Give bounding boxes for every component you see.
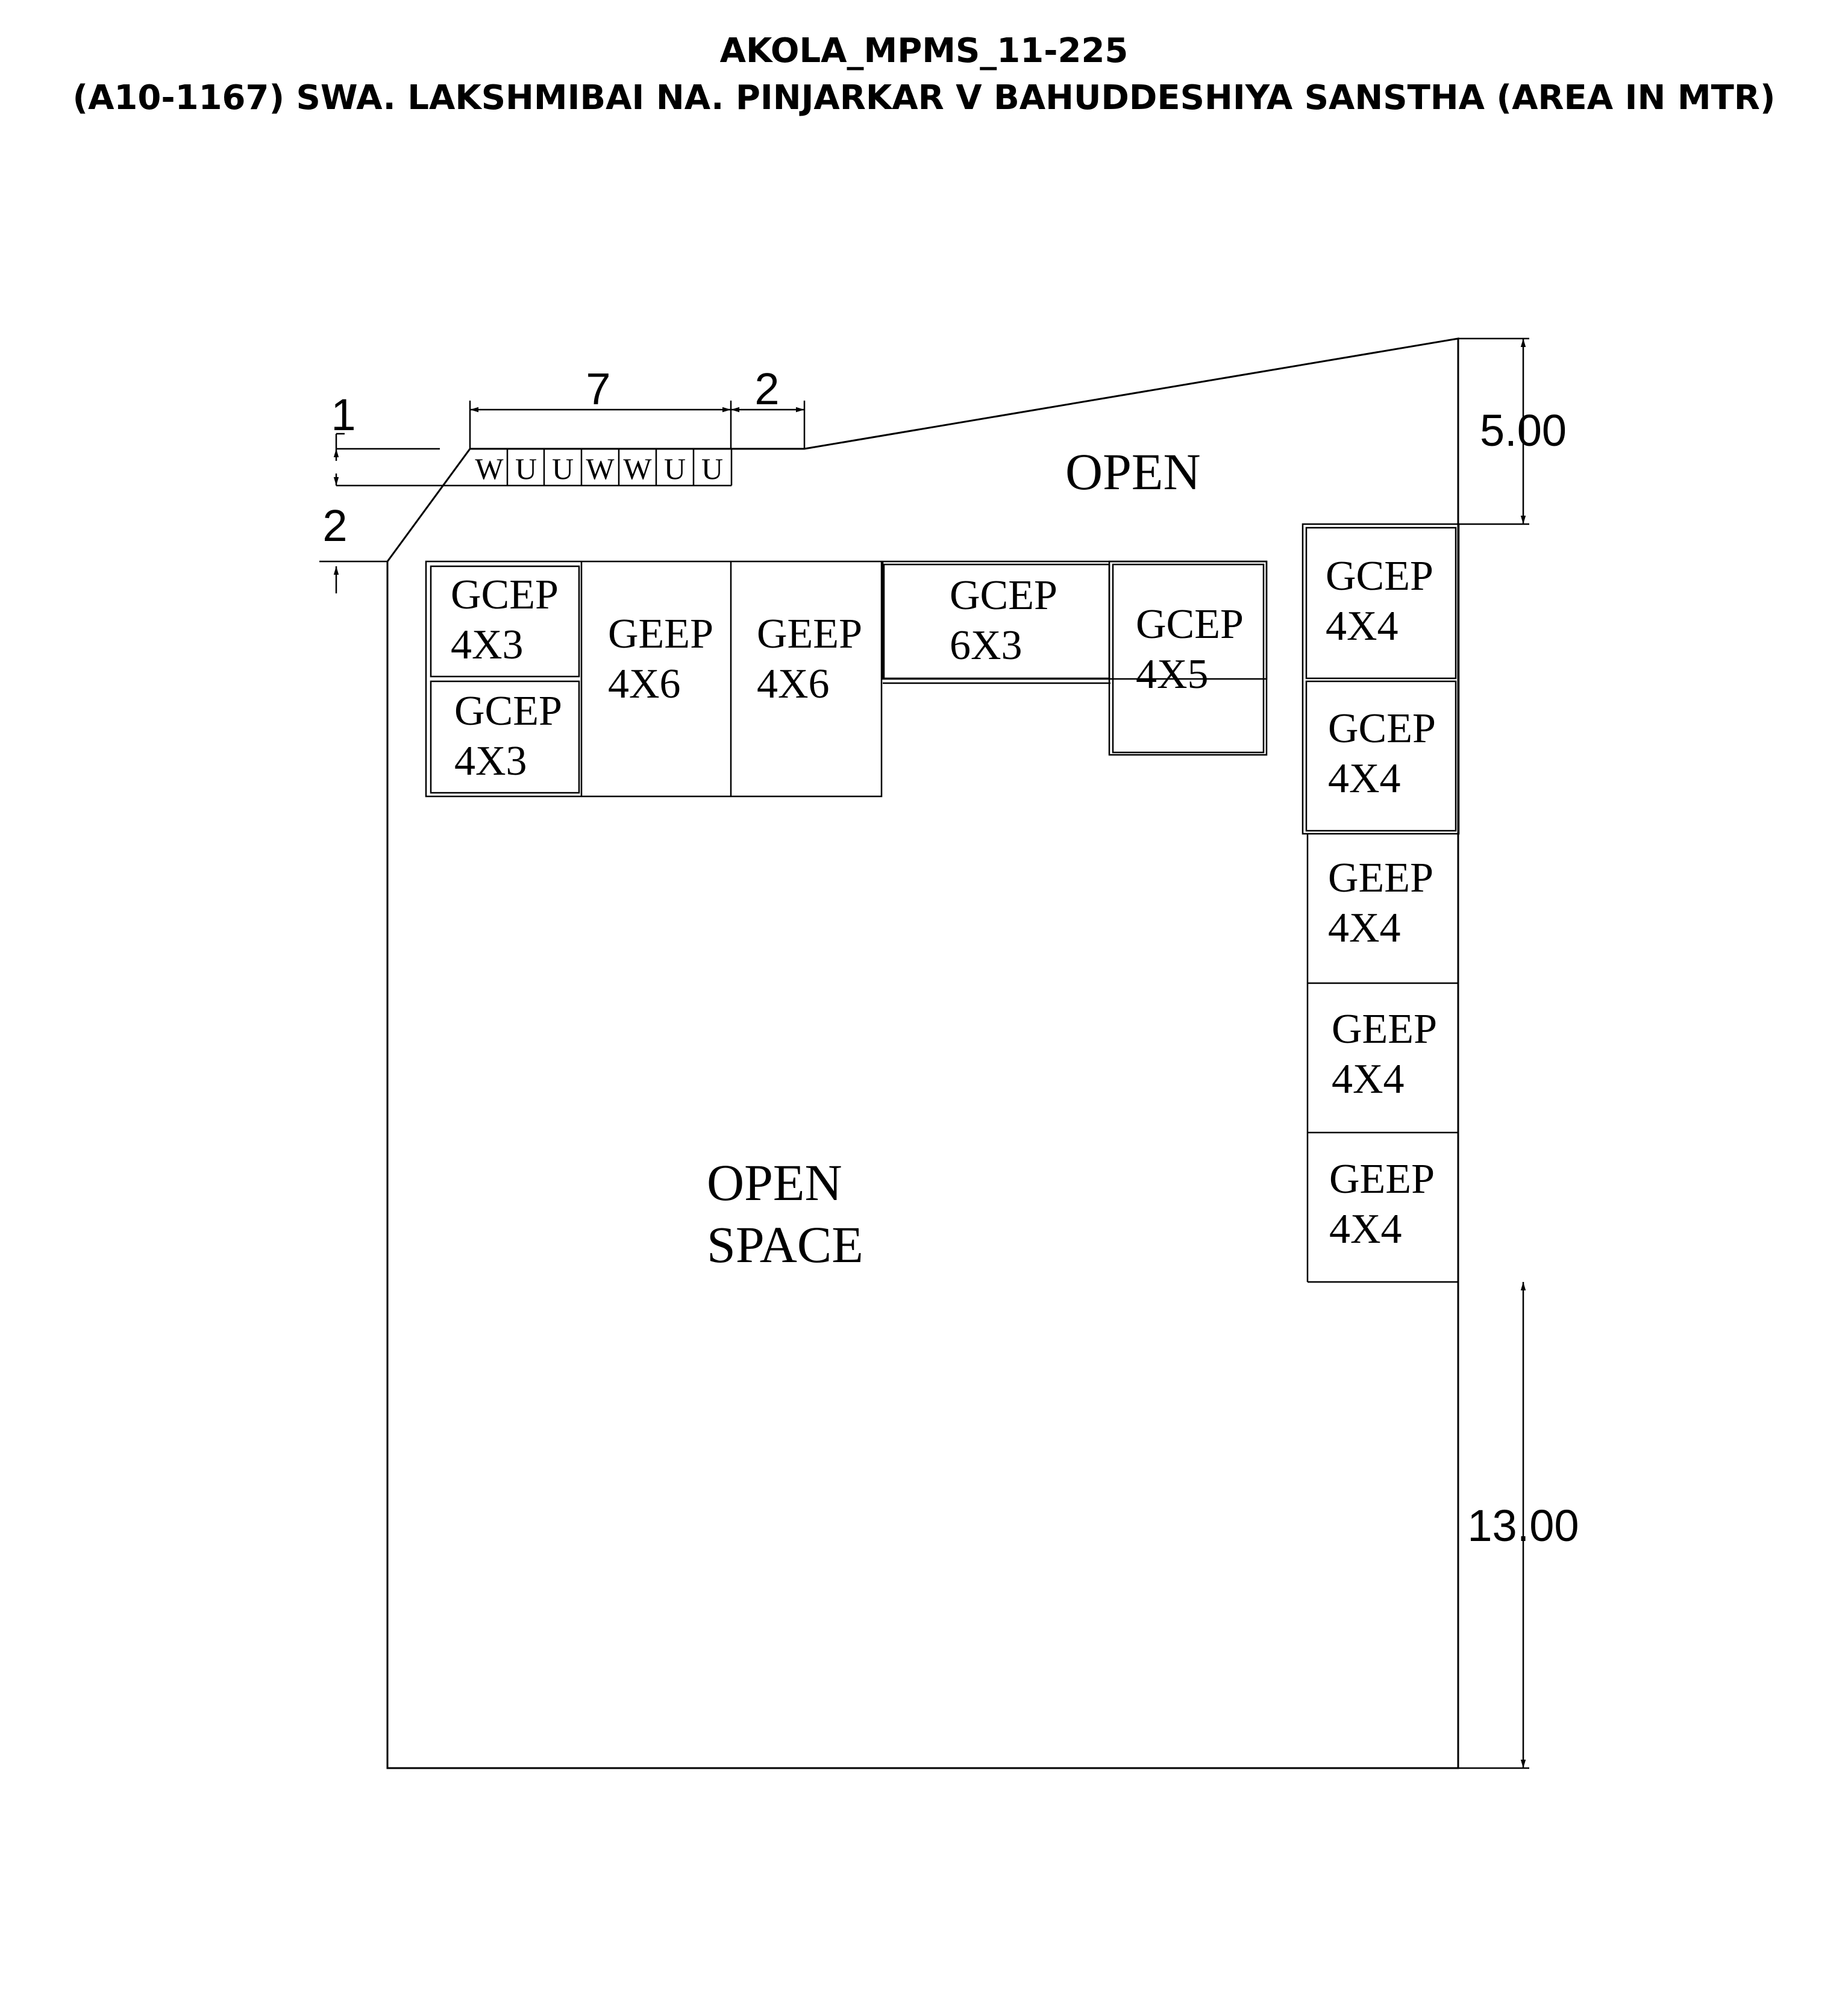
right-room-column [1301,523,1460,1283]
room-type-label: GCEP [1328,705,1436,752]
room-size-label: 4X6 [608,661,681,707]
dimension-label: 2 [322,501,347,551]
room-labels: GCEP 4X3 GCEP 4X3 GEEP 4X6 GEEP 4X6 GCEP… [451,553,1437,1252]
dimension-label: 7 [586,364,610,414]
toilet-cell-label: W [475,452,504,486]
plot-boundary [386,337,1459,1769]
open-space-label: OPEN [707,1154,842,1211]
dimension-toilet-gap: 2 [731,364,806,449]
room-type-label: GEEP [757,611,862,657]
dimension-right-bottom: 13.00 [1458,1282,1579,1769]
room-size-label: 6X3 [950,622,1023,669]
dimension-label: 2 [754,364,779,414]
room-size-label: 4X3 [454,738,527,784]
dimension-right-top: 5.00 [1458,337,1567,525]
room-size-label: 4X5 [1136,651,1209,698]
top-room-cluster [425,560,1268,798]
toilet-cell-label: U [515,452,537,486]
dimension-toilet-width: 7 [469,364,732,449]
room-size-label: 4X4 [1332,1056,1405,1102]
room-size-label: 4X4 [1326,603,1399,649]
toilet-cell-label: W [586,452,615,486]
toilet-cell-label: U [701,452,723,486]
dimension-toilet-depth: 1 [331,390,470,487]
room-size-label: 4X4 [1328,905,1401,951]
open-space-label: SPACE [707,1216,863,1274]
room-size-label: 4X6 [757,661,830,707]
dimension-label: 1 [331,390,356,440]
room-type-label: GEEP [1329,1156,1435,1202]
room-type-label: GEEP [608,611,713,657]
room-size-label: 4X4 [1329,1206,1402,1252]
dimension-label: 13.00 [1467,1501,1579,1551]
room-type-label: GEEP [1328,855,1433,901]
room-type-label: GCEP [451,572,559,618]
title-line-1: AKOLA_MPMS_11-225 [719,31,1129,70]
room-size-label: 4X4 [1328,755,1401,802]
dimension-label: 5.00 [1480,405,1567,455]
room-type-label: GCEP [1326,553,1433,599]
room-type-label: GCEP [950,572,1057,619]
room-type-label: GCEP [454,688,562,734]
room-type-label: GCEP [1136,601,1244,648]
room-size-label: 4X3 [451,622,524,668]
toilet-block: W U U W W U U [470,449,733,487]
toilet-cell-label: W [623,452,652,486]
dimension-corner-offset: 2 [319,501,387,593]
room-type-label: GEEP [1332,1006,1437,1052]
toilet-cell-label: U [552,452,574,486]
toilet-cell-label: U [664,452,686,486]
open-area-label: OPEN [1065,443,1201,501]
title-line-2: (A10-1167) SWA. LAKSHMIBAI NA. PINJARKAR… [72,78,1776,117]
